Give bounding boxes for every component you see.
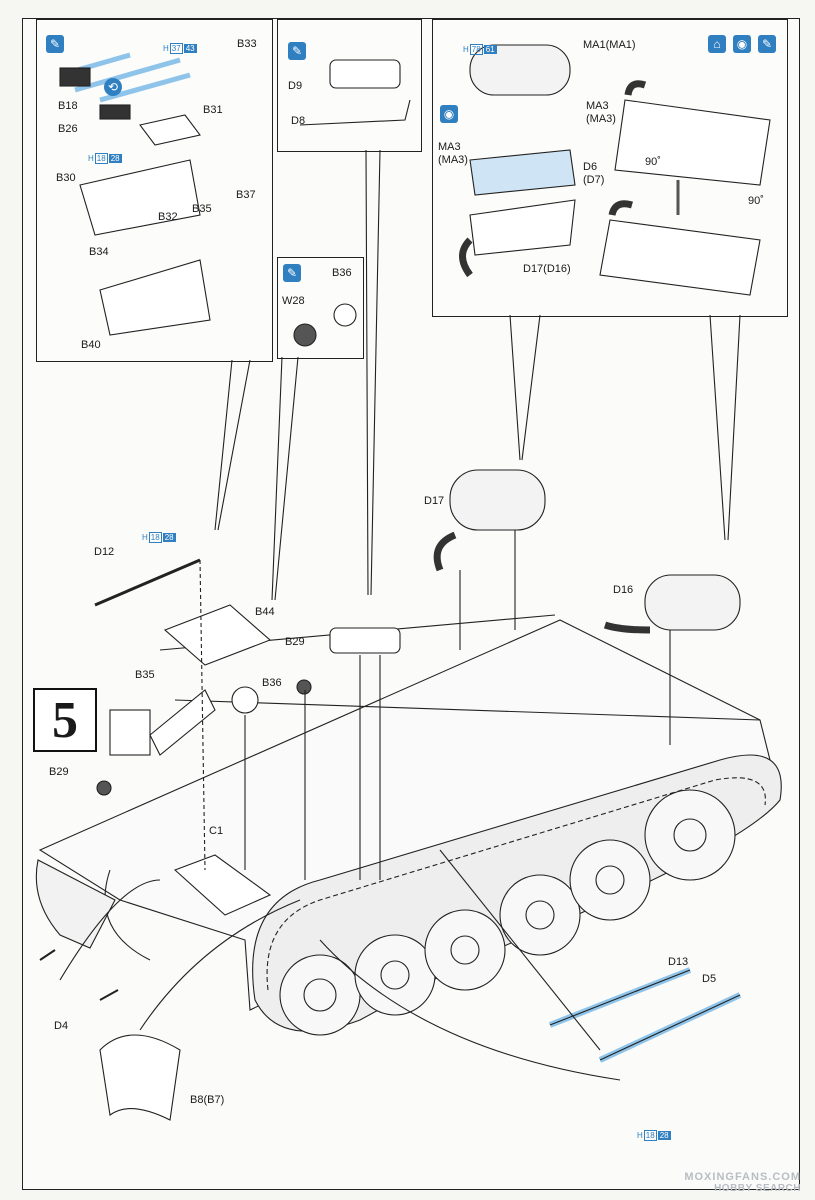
top-view-icon: ⌂ — [708, 35, 726, 53]
part-label-b40: B40 — [81, 339, 101, 351]
part-label-b34: B34 — [89, 246, 109, 258]
part-label-b44: B44 — [255, 606, 275, 618]
glue-icon: ✎ — [283, 264, 301, 282]
part-label-ma1: MA1(MA1) — [583, 39, 636, 51]
angle-label: 90˚ — [645, 156, 661, 168]
watermark-line-1: MOXINGFANS.COM — [684, 1171, 801, 1183]
part-label-b29: B29 — [285, 636, 305, 648]
part-label-b26: B26 — [58, 123, 78, 135]
part-label-d12: D12 — [94, 546, 115, 558]
part-label-d6: D6 (D7) — [583, 161, 605, 186]
part-label-b35: B35 — [192, 203, 212, 215]
part-label-d5: D5 — [702, 973, 717, 985]
part-label-d4: D4 — [54, 1020, 69, 1032]
part-label-d17-d16: D17(D16) — [523, 263, 571, 275]
part-label-ma3-right: MA3 (MA3) — [586, 100, 616, 125]
part-label-d9: D9 — [288, 80, 303, 92]
glue-icon: ✎ — [46, 35, 64, 53]
flip-over-icon: ⟲ — [104, 78, 122, 96]
glue-icon: ✎ — [288, 42, 306, 60]
part-label-b30: B30 — [56, 172, 76, 184]
part-label-b18: B18 — [58, 100, 78, 112]
part-label-b36: B36 — [332, 267, 352, 279]
part-label-d17: D17 — [424, 495, 445, 507]
part-label-d16: D16 — [613, 584, 634, 596]
part-label-b29: B29 — [49, 766, 69, 778]
part-label-ma3-left: MA3 (MA3) — [438, 141, 468, 166]
watermark-line-2: HOBBY SEARCH — [714, 1183, 801, 1194]
part-label-c1: C1 — [209, 825, 224, 837]
cement-drop-icon: ◉ — [440, 105, 458, 123]
part-label-b31: B31 — [203, 104, 223, 116]
watermark: MOXINGFANS.COM HOBBY SEARCH — [684, 1171, 801, 1194]
cement-drop-icon: ◉ — [733, 35, 751, 53]
glue-icon: ✎ — [758, 35, 776, 53]
part-label-d8: D8 — [291, 115, 306, 127]
part-label-b8-b7: B8(B7) — [190, 1094, 225, 1106]
part-label-d13: D13 — [668, 956, 689, 968]
angle-label: 90˚ — [748, 195, 764, 207]
part-label-b37: B37 — [236, 189, 256, 201]
part-label-b33: B33 — [237, 38, 257, 50]
part-label-w28: W28 — [282, 295, 305, 307]
part-label-b32: B32 — [158, 211, 178, 223]
part-label-b35: B35 — [135, 669, 155, 681]
step-number: 5 — [33, 688, 97, 752]
part-label-b36: B36 — [262, 677, 282, 689]
